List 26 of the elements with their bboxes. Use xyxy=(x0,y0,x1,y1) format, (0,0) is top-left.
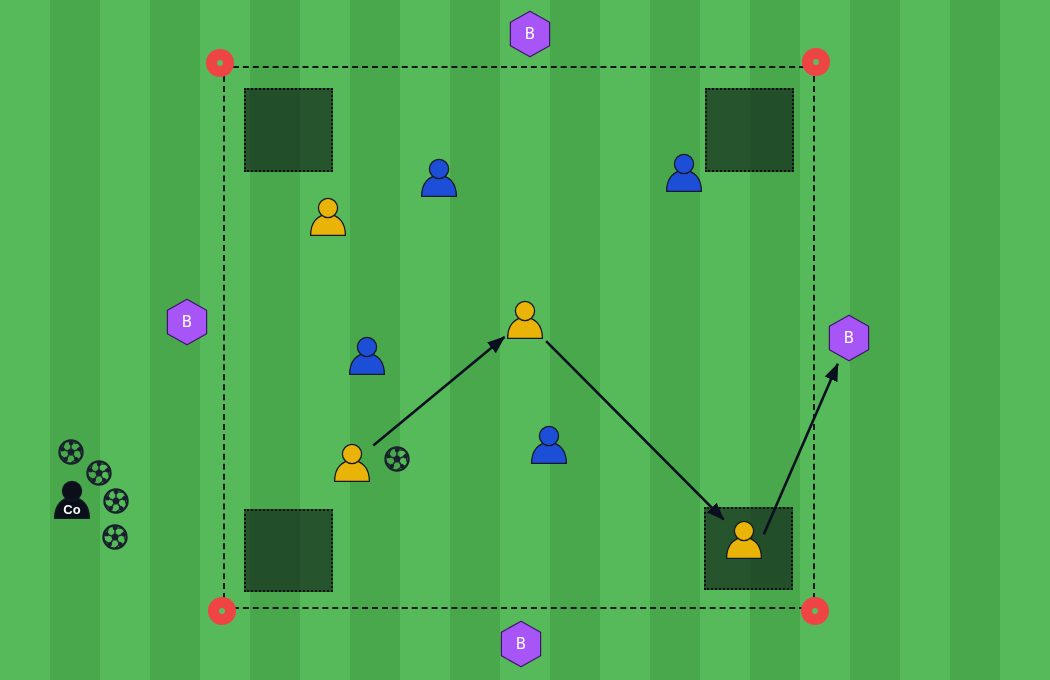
arrow xyxy=(545,340,725,521)
person-figure xyxy=(53,480,91,520)
arrow xyxy=(372,336,506,447)
shaded-zone xyxy=(244,509,333,592)
arrow xyxy=(762,362,839,535)
person-icon xyxy=(309,197,347,237)
person-icon xyxy=(333,443,371,483)
shaded-zone xyxy=(705,88,794,172)
marker-label: B xyxy=(515,636,527,652)
shaded-zone xyxy=(244,88,333,172)
person-icon xyxy=(420,158,458,198)
person-icon xyxy=(530,425,568,465)
marker-label: B xyxy=(843,330,855,346)
person-label: Co xyxy=(63,503,81,516)
hexagon-marker xyxy=(166,298,208,346)
person-icon xyxy=(506,300,544,340)
hexagon-marker xyxy=(500,620,542,668)
person-icon xyxy=(665,153,703,193)
hexagon-marker xyxy=(509,10,551,58)
dashed-boundary xyxy=(223,66,815,609)
shaded-zone xyxy=(704,507,793,590)
marker-label: B xyxy=(181,314,193,330)
person-icon xyxy=(348,336,386,376)
person-icon xyxy=(725,520,763,560)
marker-label: B xyxy=(524,26,536,42)
hexagon-marker xyxy=(828,314,870,362)
